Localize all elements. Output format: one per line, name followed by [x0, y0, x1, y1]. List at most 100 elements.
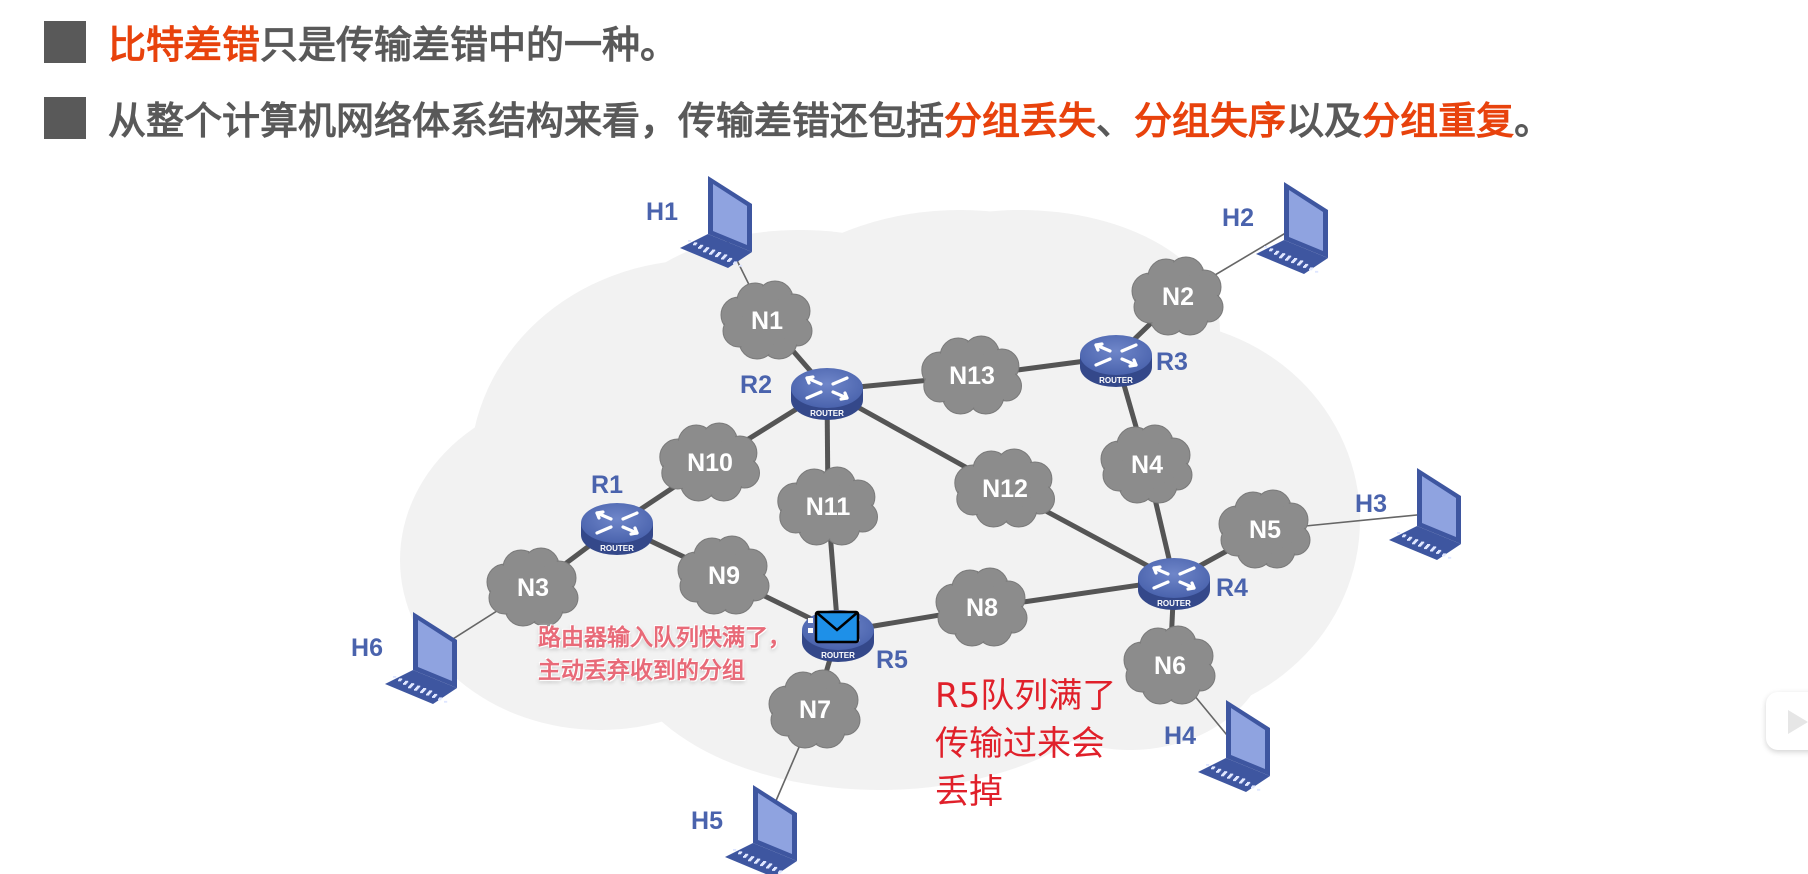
router-top	[581, 503, 653, 543]
cloud-fill	[1240, 505, 1290, 555]
annotation-line: 主动丢弃收到的分组	[538, 658, 745, 684]
network-label: N9	[708, 562, 740, 590]
network-label: N10	[687, 449, 733, 477]
network-n13: N13	[921, 335, 1022, 415]
text-segment: 。	[1514, 99, 1553, 143]
router-label: R4	[1216, 574, 1248, 602]
router-label: R3	[1156, 348, 1188, 376]
network-n2: N2	[1131, 256, 1224, 336]
network-label: N13	[949, 362, 995, 390]
network-n9: N9	[677, 535, 770, 615]
network-n5: N5	[1218, 489, 1311, 569]
laptop-icon	[1198, 700, 1270, 792]
host-h1: H1	[646, 176, 752, 268]
host-h6: H6	[351, 612, 457, 704]
cloud-fill	[508, 563, 558, 613]
router-caption: ROUTER	[821, 651, 855, 660]
network-n6: N6	[1123, 625, 1216, 705]
router-top	[1080, 335, 1152, 375]
text-segment: 只是传输差错中的一种。	[260, 23, 679, 67]
host-h4: H4	[1164, 700, 1270, 792]
cloud-fill	[1145, 641, 1195, 691]
host-label: H2	[1222, 204, 1254, 232]
bullet-square-icon	[44, 96, 86, 139]
router-arrows-icon	[595, 510, 639, 536]
router-caption: ROUTER	[1157, 599, 1191, 608]
network-label: N12	[982, 475, 1028, 503]
router-arrows-icon	[1152, 565, 1196, 591]
router-caption: ROUTER	[810, 409, 844, 418]
router-top	[1138, 558, 1210, 598]
bullet-square-icon	[44, 20, 86, 63]
highlighted-term: 分组失序	[1134, 99, 1287, 143]
router-label: R5	[876, 646, 908, 674]
router-r1: ROUTER R1	[581, 471, 653, 555]
host-label: H6	[351, 634, 383, 662]
cloud-fill	[947, 351, 997, 401]
text-segment: 从整个计算机网络体系结构来看，传输差错还包括	[108, 99, 945, 143]
tv-play-icon[interactable]	[1766, 692, 1808, 750]
bullet-text-2: 从整个计算机网络体系结构来看，传输差错还包括分组丢失、分组失序以及分组重复。	[108, 90, 1552, 145]
host-label: H5	[691, 807, 723, 835]
text-segment: 以及	[1286, 99, 1363, 143]
network-label: N1	[751, 307, 783, 335]
laptop-icon	[1389, 468, 1461, 560]
envelope-packet-icon	[808, 610, 860, 644]
laptop-icon	[385, 612, 457, 704]
network-n7: N7	[768, 669, 861, 749]
router-r4: ROUTER R4	[1138, 558, 1248, 610]
annotation-line: 路由器输入队列快满了，	[538, 625, 791, 651]
network-label: N3	[517, 574, 549, 602]
cloud-fill	[781, 502, 811, 532]
cloud-fill	[685, 438, 735, 488]
router-label: R1	[591, 471, 623, 499]
bullet-line-2: 从整个计算机网络体系结构来看，传输差错还包括分组丢失、分组失序以及分组重复。	[44, 90, 1552, 145]
host-label: H4	[1164, 722, 1196, 750]
annotation-line: 传输过来会	[935, 724, 1105, 764]
router-r5: ROUTER R5	[802, 610, 908, 674]
highlighted-term: 分组丢失	[944, 99, 1097, 143]
network-n10: N10	[659, 422, 760, 502]
cloud-fill	[1153, 272, 1203, 322]
handwritten-annotation: R5队列满了 传输过来会 丢掉	[935, 672, 1116, 816]
laptop-icon	[680, 176, 752, 268]
router-arrows-icon	[805, 375, 849, 401]
cloud-fill	[957, 583, 1007, 633]
router-top	[791, 368, 863, 408]
network-label: N2	[1162, 283, 1194, 311]
router-r2: ROUTER R2	[740, 368, 863, 420]
cloud-fill	[925, 371, 955, 401]
highlighted-term: 分组重复	[1362, 99, 1515, 143]
bullet-line-1: 比特差错只是传输差错中的一种。	[44, 14, 678, 69]
network-label: N6	[1154, 652, 1186, 680]
laptop-icon	[1256, 182, 1328, 274]
host-h5: H5	[691, 785, 797, 874]
laptop-icon	[725, 785, 797, 874]
cloud-fill	[1122, 440, 1172, 490]
text-segment: 、	[1096, 99, 1135, 143]
router-label: R2	[740, 371, 772, 399]
annotation-line: R5队列满了	[935, 676, 1117, 716]
cloud-fill	[803, 482, 853, 532]
cloud-fill	[958, 484, 988, 514]
network-n8: N8	[935, 567, 1028, 647]
host-h2: H2	[1222, 182, 1328, 274]
cloud-fill	[742, 296, 792, 346]
router-arrows-icon	[1094, 342, 1138, 368]
bullet-text-1: 比特差错只是传输差错中的一种。	[108, 14, 678, 69]
network-label: N4	[1131, 451, 1163, 479]
host-label: H1	[646, 198, 678, 226]
network-label: N8	[966, 594, 998, 622]
router-caption: ROUTER	[600, 544, 634, 553]
network-n3: N3	[486, 547, 579, 627]
network-n4: N4	[1100, 424, 1193, 504]
cloud-fill	[980, 464, 1030, 514]
network-n1: N1	[720, 280, 813, 360]
router-queue-annotation: 路由器输入队列快满了， 主动丢弃收到的分组	[538, 622, 791, 688]
network-n12: N12	[954, 448, 1055, 528]
highlighted-term: 比特差错	[108, 23, 261, 67]
